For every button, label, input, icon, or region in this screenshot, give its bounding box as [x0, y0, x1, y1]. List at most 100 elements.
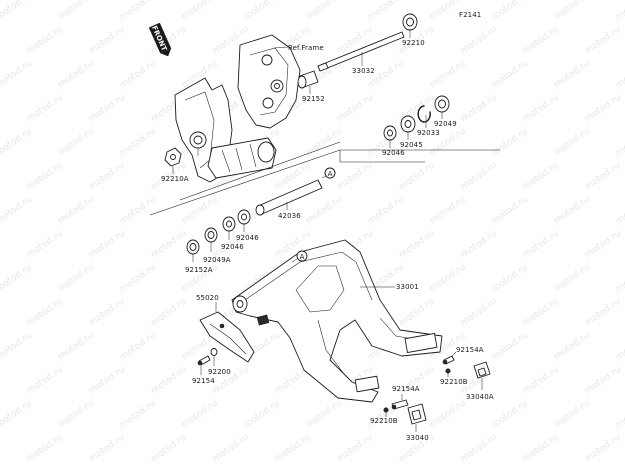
watermark-text: motod.ru [428, 195, 468, 227]
watermark-text: motod.ru [56, 0, 96, 22]
watermark-text: motod.ru [56, 59, 96, 91]
watermark-text: motod.ru [304, 399, 344, 431]
watermark-text: motod.ru [0, 399, 34, 431]
watermark-text: motod.ru [490, 331, 530, 363]
label-33032: 33032 [352, 67, 375, 75]
watermark-text: motod.ru [56, 195, 96, 227]
watermark-text: motod.ru [25, 229, 65, 261]
watermark-text: motod.ru [180, 195, 220, 227]
watermark-text: motod.ru [304, 0, 344, 22]
watermark-text: motod.ru [552, 331, 592, 363]
watermark-text: motod.ru [459, 161, 499, 193]
watermark-text: motod.ru [521, 433, 561, 465]
chain-guard-55020 [199, 311, 255, 363]
watermark-text: motod.ru [614, 59, 625, 91]
watermark-text: motod.ru [614, 263, 625, 295]
watermark-text: motod.ru [428, 399, 468, 431]
watermark-text: motod.ru [0, 195, 34, 227]
watermark-text: motod.ru [118, 0, 158, 22]
label-55020: 55020 [196, 294, 219, 302]
watermark-text: motod.ru [242, 399, 282, 431]
watermark-text: motod.ru [490, 0, 530, 22]
watermark-text: motod.ru [25, 433, 65, 465]
watermark-text: motod.ru [552, 59, 592, 91]
watermark-text: motod.ru [25, 25, 65, 57]
watermark-text: motod.ru [397, 297, 437, 329]
watermark-text: motod.ru [335, 93, 375, 125]
watermark-text: motod.ru [614, 399, 625, 431]
seal-92049 [434, 95, 450, 113]
watermark-text: motod.ru [490, 263, 530, 295]
watermark-text: motod.ru [459, 25, 499, 57]
label-92210-top: 92210 [402, 39, 425, 47]
watermark-text: motod.ru [521, 297, 561, 329]
watermark-text: motod.ru [521, 161, 561, 193]
label-92033: 92033 [417, 129, 440, 137]
label-92154: 92154 [192, 377, 215, 385]
label-92154A-bottom: 92154A [392, 385, 420, 393]
collar-92152 [297, 70, 319, 89]
watermark-text: motod.ru [397, 161, 437, 193]
watermark-text: motod.ru [335, 161, 375, 193]
label-92046-left: 92046 [236, 234, 259, 242]
nut-92210B-right [445, 368, 451, 374]
label-92210A: 92210A [161, 175, 189, 183]
watermark-text: motod.ru [25, 297, 65, 329]
watermark-text: motod.ru [583, 25, 623, 57]
watermark-text: motod.ru [428, 263, 468, 295]
watermark-text: motod.ru [397, 229, 437, 261]
watermark-text: motod.ru [180, 0, 220, 22]
watermark-text: motod.ru [87, 433, 127, 465]
watermark-text: motod.ru [614, 127, 625, 159]
circlip-92033 [417, 105, 431, 123]
watermark-text: motod.ru [118, 127, 158, 159]
label-33001: 33001 [396, 283, 419, 291]
label-92210B-right: 92210B [440, 378, 468, 386]
watermark-text: motod.ru [459, 93, 499, 125]
watermark-text: motod.ru [25, 93, 65, 125]
callout-a-lower: A [291, 250, 308, 263]
label-92200: 92200 [208, 368, 231, 376]
bearing-92045 [400, 115, 416, 133]
watermark-text: motod.ru [521, 25, 561, 57]
watermark-text: motod.ru [87, 25, 127, 57]
watermark-text: motod.ru [552, 127, 592, 159]
watermark-text: motod.ru [118, 59, 158, 91]
bolt-92154A-right [442, 355, 455, 365]
callout-a-upper-text: A [328, 170, 333, 178]
watermark-text: motod.ru [614, 195, 625, 227]
nut-92210A [164, 147, 182, 167]
adjuster-33040A [473, 361, 491, 379]
label-92046-left2: 92046 [221, 243, 244, 251]
watermark-text: motod.ru [614, 0, 625, 22]
exploded-view-outline [149, 141, 500, 216]
watermark-text: motod.ru [459, 229, 499, 261]
callout-a-upper: A [324, 167, 336, 179]
watermark-text: motod.ru [304, 195, 344, 227]
watermark-text: motod.ru [25, 365, 65, 397]
watermark-text: motod.ru [552, 195, 592, 227]
watermark-text: motod.ru [366, 0, 406, 22]
watermark-text: motod.ru [180, 399, 220, 431]
swingarm-33001 [231, 239, 443, 403]
sleeve-42036 [255, 179, 323, 216]
watermark-text: motod.ru [0, 331, 34, 363]
watermark-text: motod.ru [149, 433, 189, 465]
watermark-text: motod.ru [56, 127, 96, 159]
nut-92210B-bottom [383, 407, 389, 413]
watermark-text: motod.ru [87, 297, 127, 329]
watermark-text: motod.ru [459, 297, 499, 329]
watermark-text: motod.ru [87, 93, 127, 125]
watermark-text: motod.ru [459, 433, 499, 465]
watermark-text: motod.ru [242, 0, 282, 22]
watermark-text: motod.ru [583, 229, 623, 261]
watermark-text: motod.ru [87, 161, 127, 193]
watermark-text: motod.ru [118, 195, 158, 227]
watermark-text: motod.ru [614, 331, 625, 363]
label-ref-frame: Ref.Frame [288, 44, 324, 52]
bearing-92046-left2 [222, 216, 236, 232]
washer-92200 [210, 348, 218, 356]
pivot-shaft-33032 [317, 31, 405, 72]
